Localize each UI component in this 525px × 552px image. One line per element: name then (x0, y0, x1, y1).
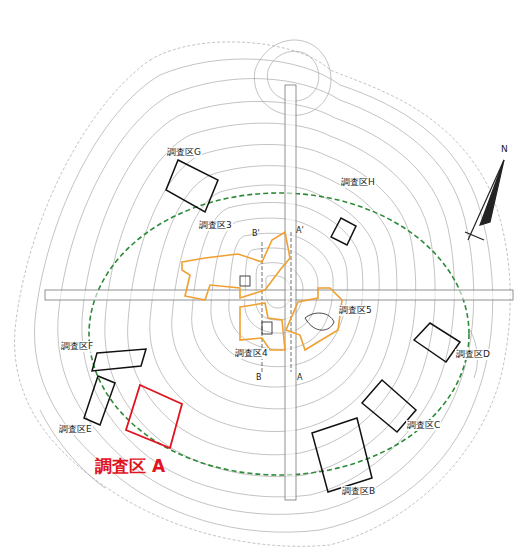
area-label: 調査区E (58, 424, 93, 435)
trench-f (92, 349, 146, 371)
feature (305, 313, 334, 330)
pit (262, 322, 272, 334)
section-line (291, 232, 292, 372)
area-label: 調査区C (406, 420, 441, 431)
area-label: 調査区B (341, 486, 376, 497)
area-label: 調査区4 (234, 348, 269, 359)
area-label: 調査区H (340, 177, 376, 188)
area-label: N (500, 144, 509, 155)
contour (40, 410, 105, 488)
area-label: 調査区3 (198, 220, 233, 231)
trench-d (414, 323, 460, 362)
area-label: A' (295, 226, 305, 235)
area-label: A (296, 373, 303, 382)
area-label: B' (251, 229, 261, 238)
trench-e (84, 376, 115, 425)
area-label: 調査区F (60, 341, 94, 352)
north-arrow-head (480, 160, 504, 225)
area-label: 調査区G (166, 147, 202, 158)
path-vertical (285, 85, 296, 500)
area-label: 調査区5 (338, 305, 373, 316)
trench-b (312, 418, 372, 492)
highlight-label: 調査区 A (94, 456, 166, 476)
trench-a (126, 385, 182, 448)
area-label: B (255, 373, 263, 382)
north-arrow (465, 232, 484, 240)
trench-3 (182, 232, 290, 300)
path-horizontal (45, 290, 513, 300)
trench-5 (286, 288, 342, 350)
north-arrow (468, 160, 504, 240)
trench-h (331, 218, 356, 245)
trench-4 (240, 303, 285, 350)
ancient-mound-estimate (89, 193, 469, 475)
trench-g (166, 160, 218, 212)
pit (240, 276, 250, 286)
area-label: 調査区D (455, 349, 491, 360)
